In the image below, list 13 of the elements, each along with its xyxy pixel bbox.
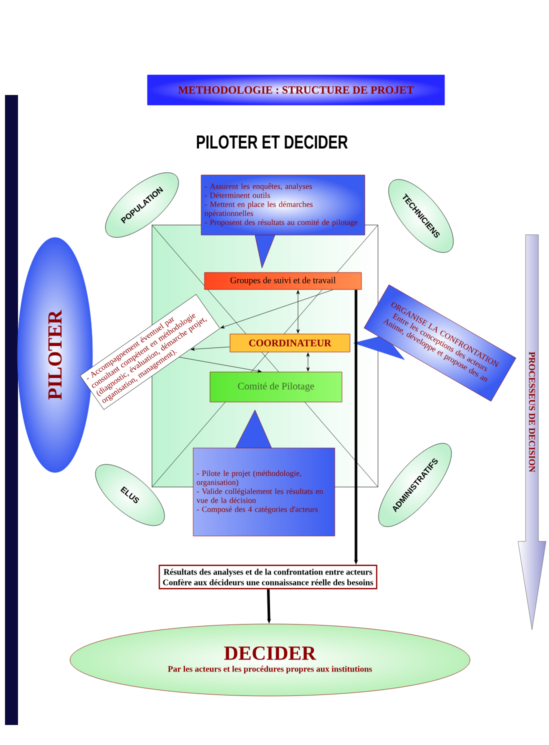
callout-box: - Assurent les enquêtes, analyses - Déterminent outils - Mettent en place les démarches opérationnelles - Proposent des résultats au comité de pilotage	[200, 174, 366, 268]
arrow	[178, 356, 262, 373]
coordinator-box: COORDINATEUR	[230, 334, 350, 352]
callout-box: - Pilote le projet (méthodologie, organisation) - Valide collégialement les résultats en vue de la décision - Composé des 4 catégories d'acteurs	[192, 410, 336, 536]
result-box: Résultats des analyses et de la confrontation entre acteurs Confère aux décideurs une connaissance réelle des besoins	[158, 564, 378, 590]
heading: PILOTER ET DECIDER	[196, 135, 348, 149]
arrow	[190, 346, 230, 351]
arrow	[220, 290, 334, 328]
title-banner: METHODOLOGIE : STRUCTURE DE PROJET	[147, 74, 445, 106]
arrow	[306, 352, 310, 372]
arrow	[296, 290, 300, 334]
group-box: Groupes de suivi et de travail	[204, 272, 362, 290]
committee-box: Comité de Pilotage	[210, 372, 342, 402]
